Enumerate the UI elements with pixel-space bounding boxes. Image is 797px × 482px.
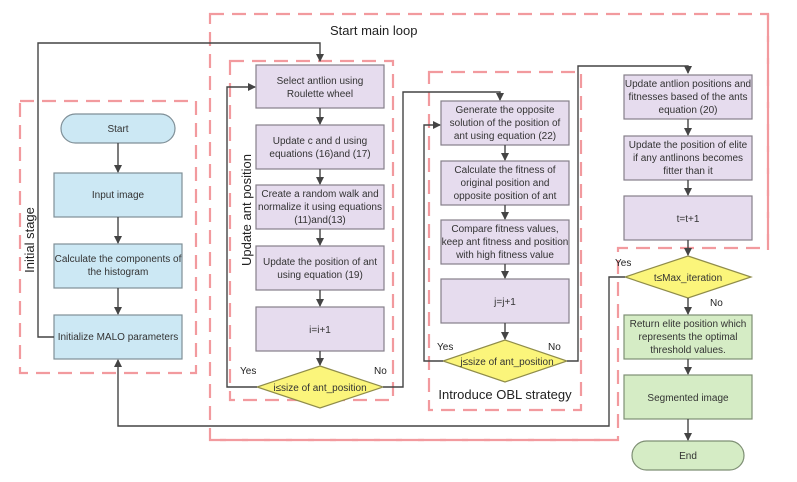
start-label: Start	[107, 124, 128, 135]
segmented-image-label: Segmented image	[647, 393, 729, 404]
compare-fitness-line1: Compare fitness values,	[451, 224, 558, 235]
init-malo-label: Initialize MALO parameters	[58, 332, 179, 343]
select-antlion-line2: Roulette wheel	[287, 89, 353, 100]
update-cd-line1: Update c and d using	[273, 136, 368, 147]
end-label: End	[679, 451, 697, 462]
return-elite-line1: Return elite position which	[630, 319, 747, 330]
random-walk-box	[255, 184, 385, 230]
segmented-image-box	[623, 374, 753, 420]
generate-opposite-box	[440, 100, 570, 146]
calc-fitness-line2: original position and	[461, 178, 550, 189]
main-loop-label: Start main loop	[330, 23, 417, 38]
j-decision-yes: Yes	[437, 342, 453, 353]
region-main-loop-lower-edge	[210, 14, 770, 442]
j-decision-no: No	[548, 342, 561, 353]
obl-label: Introduce OBL strategy	[438, 387, 572, 402]
calc-histogram-line2: the histogram	[88, 267, 149, 278]
j-increment-box	[440, 278, 570, 324]
i-decision-diamond	[255, 365, 385, 409]
i-decision-no: No	[374, 366, 387, 377]
calc-histogram-line1: Calculate the components of	[55, 254, 182, 265]
region-obl-strategy	[427, 70, 583, 412]
arrow-i-no-to-obl	[383, 91, 504, 388]
return-elite-line2: represents the optimal	[639, 332, 738, 343]
t-decision-no: No	[710, 298, 723, 309]
t-decision-yes: Yes	[615, 258, 631, 269]
update-antlion-line2: fitnesses based of the ants	[629, 92, 748, 103]
update-position-line1: Update the position of ant	[263, 257, 377, 268]
t-decision-label: t≤Max_iteration	[654, 273, 722, 284]
calc-fitness-line1: Calculate the fitness of	[454, 165, 555, 176]
update-antlion-line1: Update antlion positions and	[625, 79, 751, 90]
t-increment-label: t=t+1	[677, 214, 700, 225]
initial-stage-label: Initial stage	[22, 207, 37, 273]
region-initial-stage	[18, 99, 198, 375]
update-antlion-line3: equation (20)	[659, 105, 718, 116]
compare-fitness-line3: with high fitness value	[455, 250, 554, 261]
compare-fitness-box	[440, 219, 570, 265]
calc-fitness-line3: opposite position of ant	[454, 191, 557, 202]
calc-histogram-box	[53, 243, 183, 289]
j-increment-label: j=j+1	[493, 297, 516, 308]
arrow-j-yes-loop	[423, 121, 443, 362]
update-ant-label: Update ant position	[239, 154, 254, 266]
i-increment-box	[255, 306, 385, 352]
random-walk-line1: Create a random walk and	[261, 189, 378, 200]
arrow-j-no-to-antlion	[567, 65, 692, 362]
calc-fitness-box	[440, 160, 570, 206]
update-position-line2: using equation (19)	[277, 270, 363, 281]
arrow-i-yes-loop	[226, 83, 257, 388]
return-elite-line3: threshold values.	[650, 345, 726, 356]
update-elite-line2: if any antlinons becomes	[633, 153, 743, 164]
update-position-box	[255, 245, 385, 291]
return-elite-box	[623, 314, 753, 360]
arrow-init-to-select	[37, 42, 324, 338]
input-image-label: Input image	[92, 190, 145, 201]
j-decision-label: j≤size of ant_position	[459, 357, 553, 368]
j-decision-diamond	[441, 339, 569, 383]
input-image-box	[53, 172, 183, 218]
i-increment-label: i=i+1	[309, 325, 331, 336]
update-cd-line2: equations (16)and (17)	[269, 149, 370, 160]
update-elite-line1: Update the position of elite	[629, 140, 748, 151]
compare-fitness-line2: keep ant fitness and position	[442, 237, 569, 248]
select-antlion-box	[255, 64, 385, 109]
select-antlion-line1: Select antlion using	[277, 76, 364, 87]
random-walk-line3: (11)and(13)	[294, 215, 346, 226]
arrow-t-yes-loop	[114, 276, 625, 427]
update-antlion-box	[623, 74, 753, 120]
random-walk-line2: normalize it using equations	[258, 202, 382, 213]
update-elite-line3: fitter than it	[663, 166, 713, 177]
generate-opposite-line3: ant using equation (22)	[454, 131, 556, 142]
generate-opposite-line1: Generate the opposite	[456, 105, 555, 116]
end-terminal	[631, 440, 745, 471]
i-decision-label: i≤size of ant_position	[273, 383, 366, 394]
update-elite-box	[623, 135, 753, 181]
i-decision-yes: Yes	[240, 366, 256, 377]
init-malo-box	[53, 314, 183, 360]
generate-opposite-line2: solution of the position of	[450, 118, 561, 129]
update-cd-box	[255, 124, 385, 170]
